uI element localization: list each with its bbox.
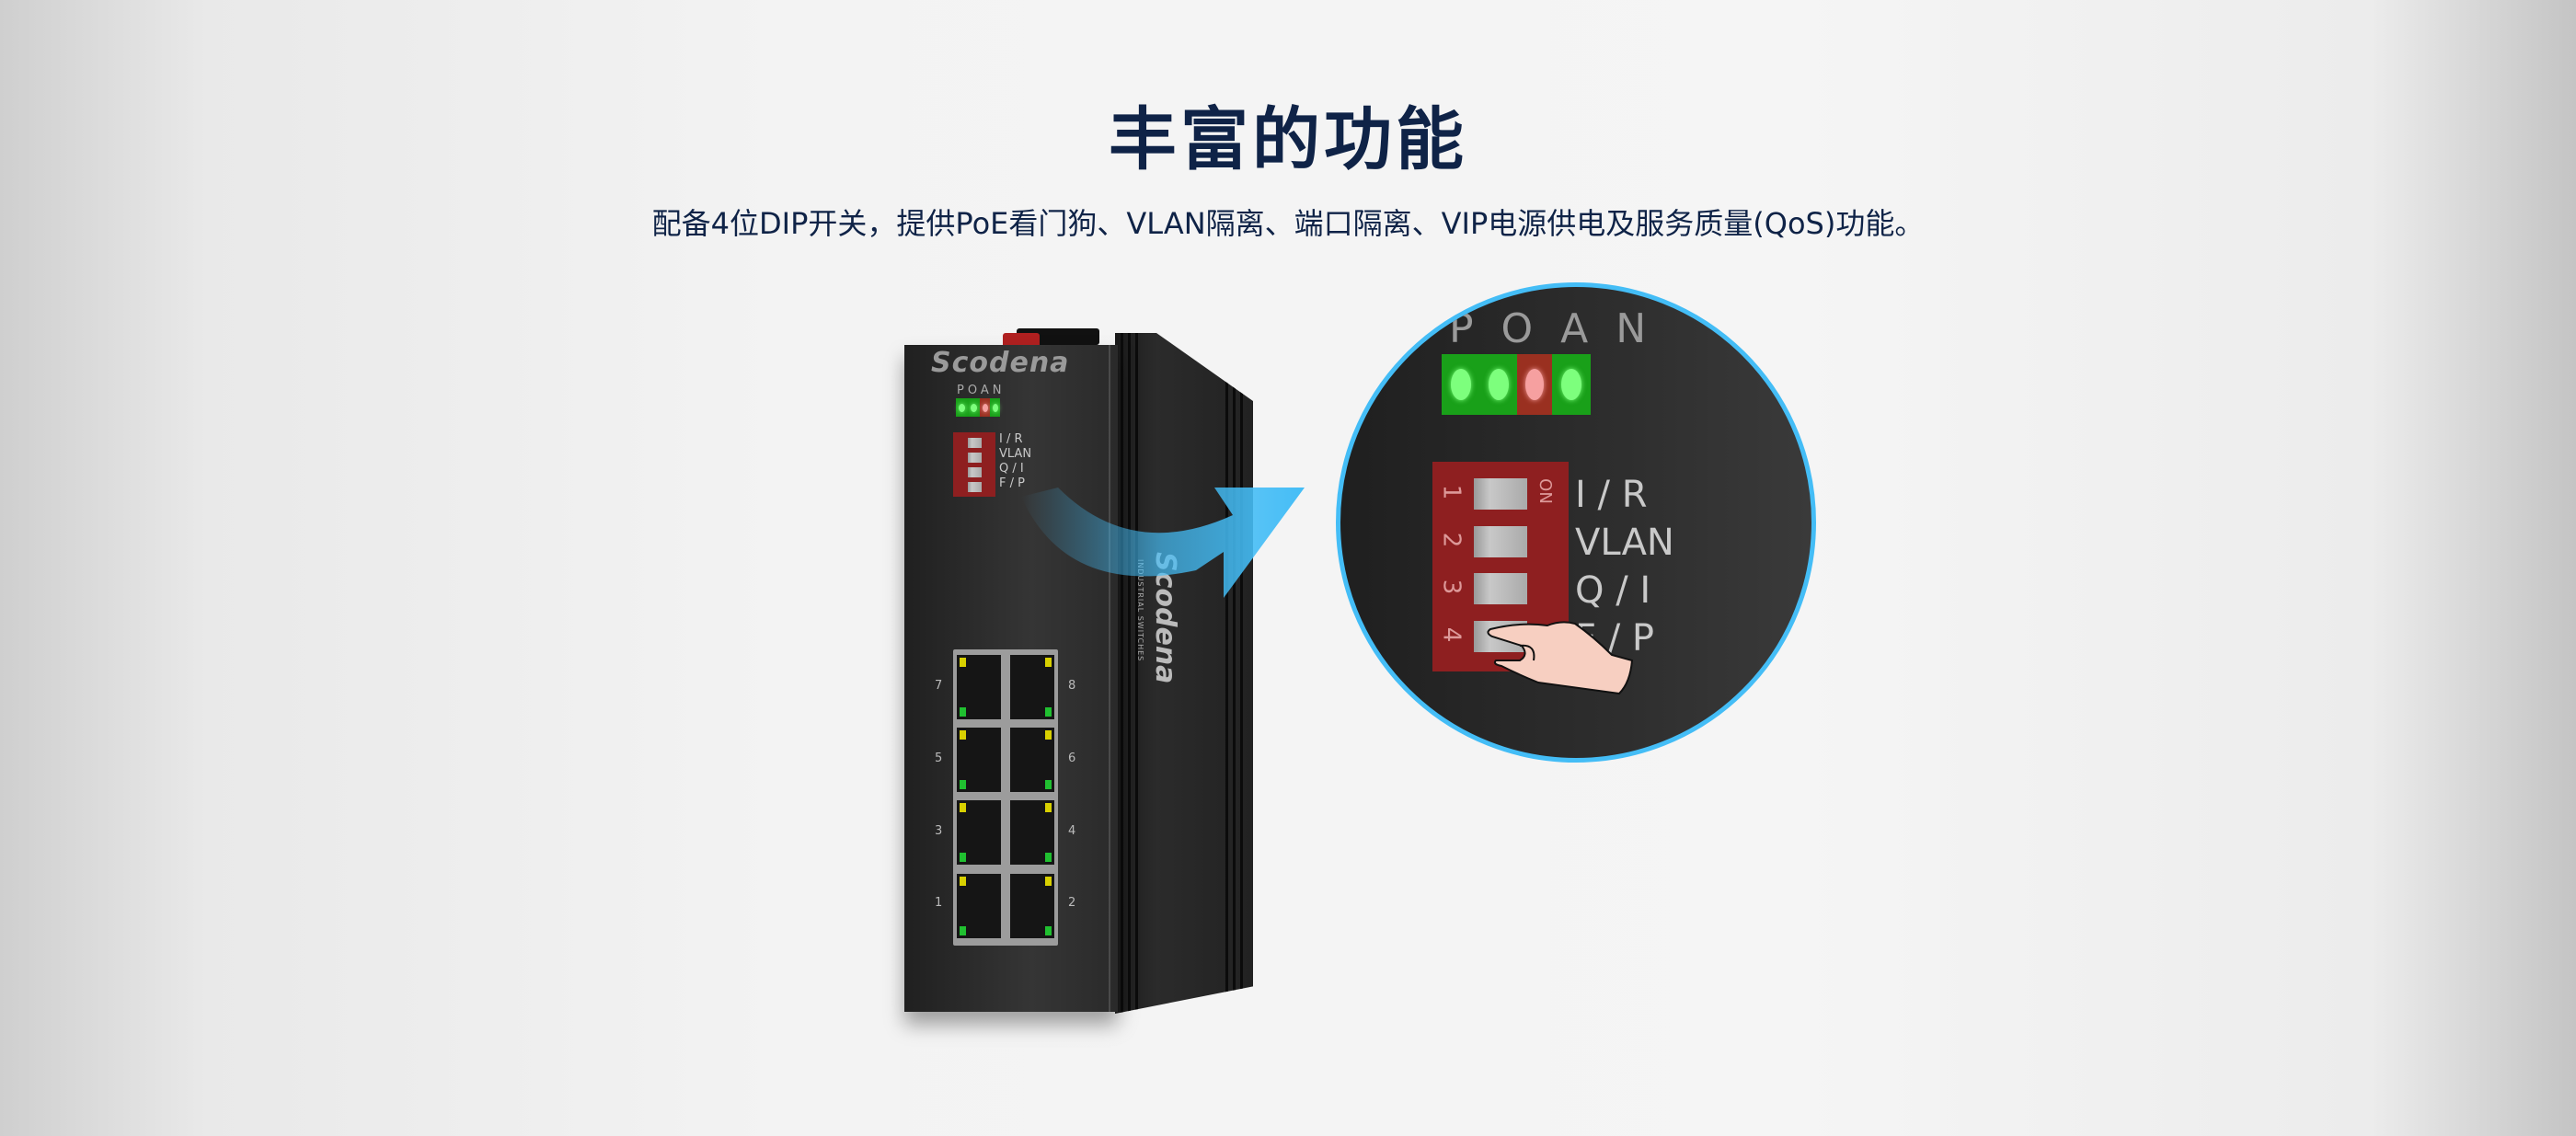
- dip-number: 3: [1437, 579, 1466, 595]
- pointing-hand-icon: [1487, 621, 1634, 695]
- dip-number: 1: [1437, 484, 1466, 500]
- ethernet-port: [1010, 655, 1054, 719]
- dip-switch-3[interactable]: [1474, 573, 1527, 604]
- dip-label: I / R: [999, 432, 1023, 446]
- ethernet-port: [957, 728, 1001, 792]
- dip-number: 2: [1437, 532, 1466, 548]
- port-number: 8: [1068, 679, 1076, 693]
- dip-on-label: ON: [1535, 478, 1555, 504]
- zoom-dip-label: Q / I: [1575, 569, 1651, 612]
- dip-label: Q / I: [999, 462, 1024, 476]
- zoom-dip-label: VLAN: [1575, 522, 1674, 564]
- dip-label: F / P: [999, 476, 1025, 490]
- port-number: 1: [935, 896, 943, 910]
- port-number: 4: [1068, 824, 1076, 838]
- ethernet-port: [1010, 800, 1054, 865]
- pointer-arrow-icon: [1021, 488, 1305, 598]
- ethernet-port: [1010, 728, 1054, 792]
- zoom-status-leds: [1442, 354, 1591, 415]
- zoom-detail-circle: P O A N 1 2 3 4 ON I / R VLAN Q / I F / …: [1336, 282, 1816, 763]
- dip-number: 4: [1437, 626, 1466, 643]
- port-number: 2: [1068, 896, 1076, 910]
- port-number: 5: [935, 752, 943, 765]
- dip-switch-1[interactable]: [1474, 478, 1527, 510]
- port-number: 3: [935, 824, 943, 838]
- zoom-led-label: P O A N: [1449, 305, 1654, 352]
- ethernet-port: [1010, 874, 1054, 938]
- page-title: 丰富的功能: [1109, 100, 1467, 179]
- brand-logo: Scodena: [931, 347, 1070, 379]
- ethernet-port: [957, 655, 1001, 719]
- device-side-panel: [1115, 333, 1253, 1014]
- top-red-connector: [1003, 333, 1040, 346]
- page-subtitle: 配备4位DIP开关，提供PoE看门狗、VLAN隔离、端口隔离、VIP电源供电及服…: [651, 206, 1925, 241]
- dip-switch-block: [953, 432, 995, 497]
- ethernet-port: [957, 874, 1001, 938]
- dip-switch-2[interactable]: [1474, 526, 1527, 557]
- ethernet-port: [957, 800, 1001, 865]
- dip-label: VLAN: [999, 447, 1032, 461]
- led-label: POAN: [957, 384, 1006, 397]
- ethernet-port-block: [953, 649, 1058, 946]
- port-number: 6: [1068, 752, 1076, 765]
- status-leds: [956, 398, 1000, 417]
- zoom-dip-label: I / R: [1575, 474, 1648, 516]
- port-number: 7: [935, 679, 943, 693]
